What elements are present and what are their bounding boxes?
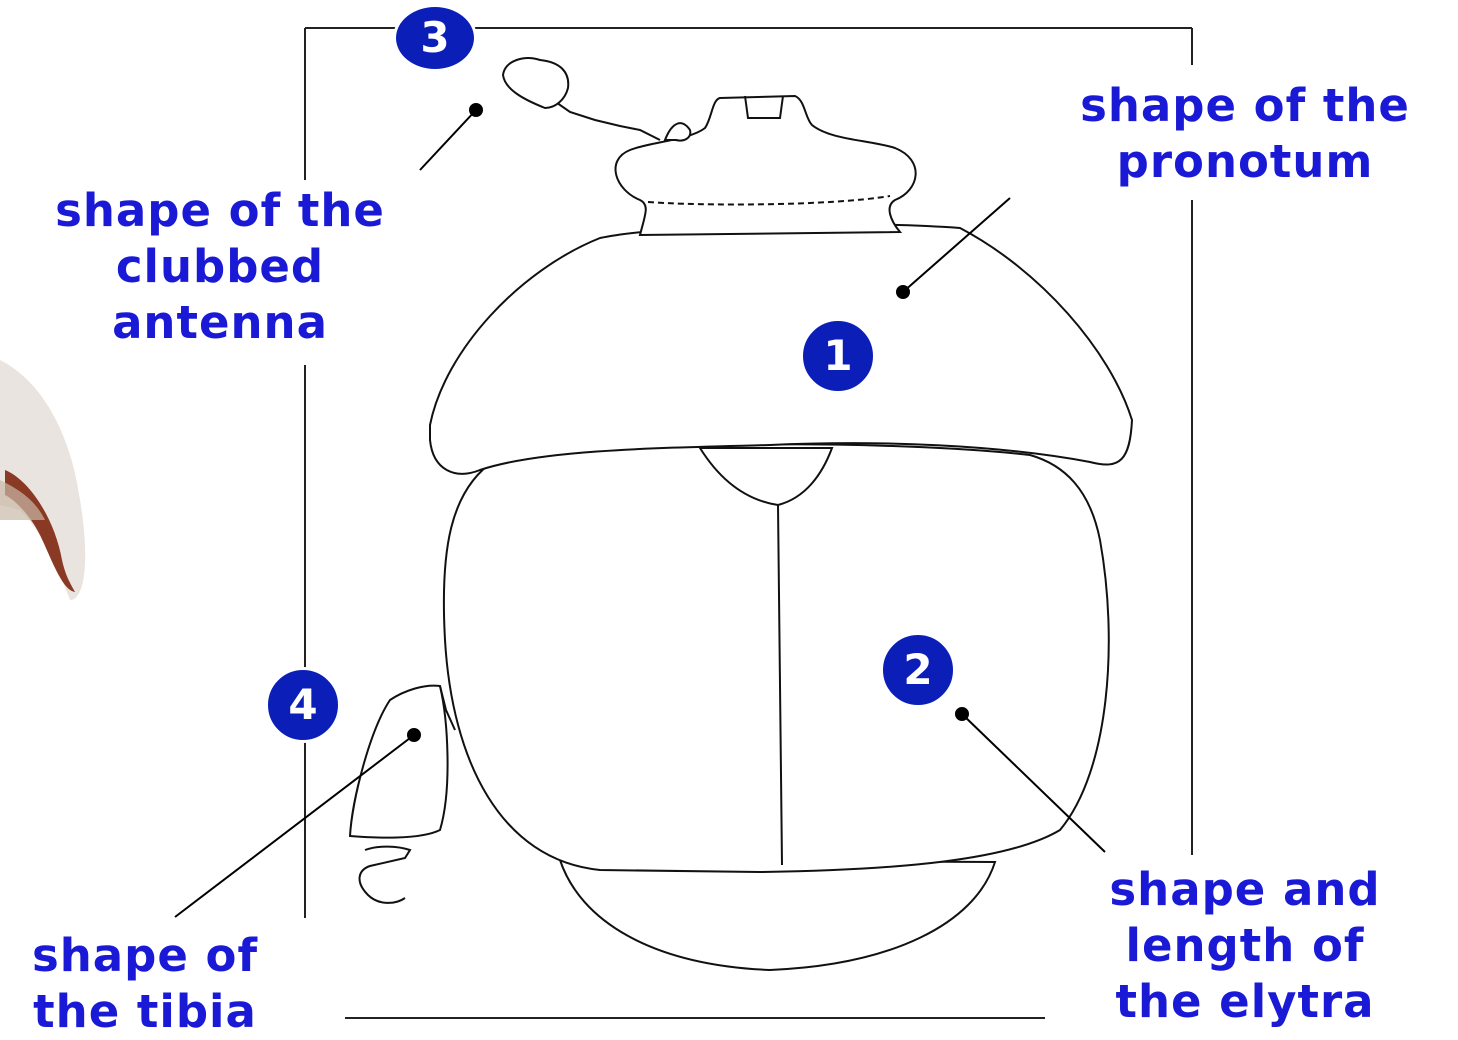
label-pronotum-line-2: pronotum — [1045, 134, 1445, 190]
label-shape-of-tibia: shape of the tibia — [0, 928, 290, 1040]
number-badge-1: 1 — [800, 318, 876, 394]
label-shape-and-length-of-elytra: shape and length of the elytra — [1045, 862, 1445, 1030]
tibia — [350, 686, 448, 838]
label-elytra-line-3: the elytra — [1045, 974, 1445, 1030]
label-tibia-line-1: shape of — [0, 928, 290, 984]
antenna — [550, 98, 660, 140]
label-antenna-line-1: shape of the — [20, 183, 420, 239]
label-shape-of-pronotum: shape of the pronotum — [1045, 78, 1445, 190]
number-badge-4: 4 — [265, 667, 341, 743]
elytra — [444, 444, 1109, 872]
abdomen — [560, 860, 995, 970]
label-tibia-line-2: the tibia — [0, 984, 290, 1040]
label-pronotum-line-1: shape of the — [1045, 78, 1445, 134]
label-elytra-line-2: length of — [1045, 918, 1445, 974]
label-elytra-line-1: shape and — [1045, 862, 1445, 918]
label-antenna-line-2: clubbed — [20, 239, 420, 295]
pronotum — [430, 224, 1132, 474]
beetle-outline — [350, 58, 1132, 970]
label-antenna-line-3: antenna — [20, 295, 420, 351]
number-badge-3: 3 — [393, 4, 477, 72]
number-badge-2: 2 — [880, 632, 956, 708]
tarsus — [360, 847, 410, 903]
label-shape-of-clubbed-antenna: shape of the clubbed antenna — [20, 183, 420, 351]
beetle-photo-fragment — [0, 360, 85, 600]
head — [616, 96, 916, 235]
